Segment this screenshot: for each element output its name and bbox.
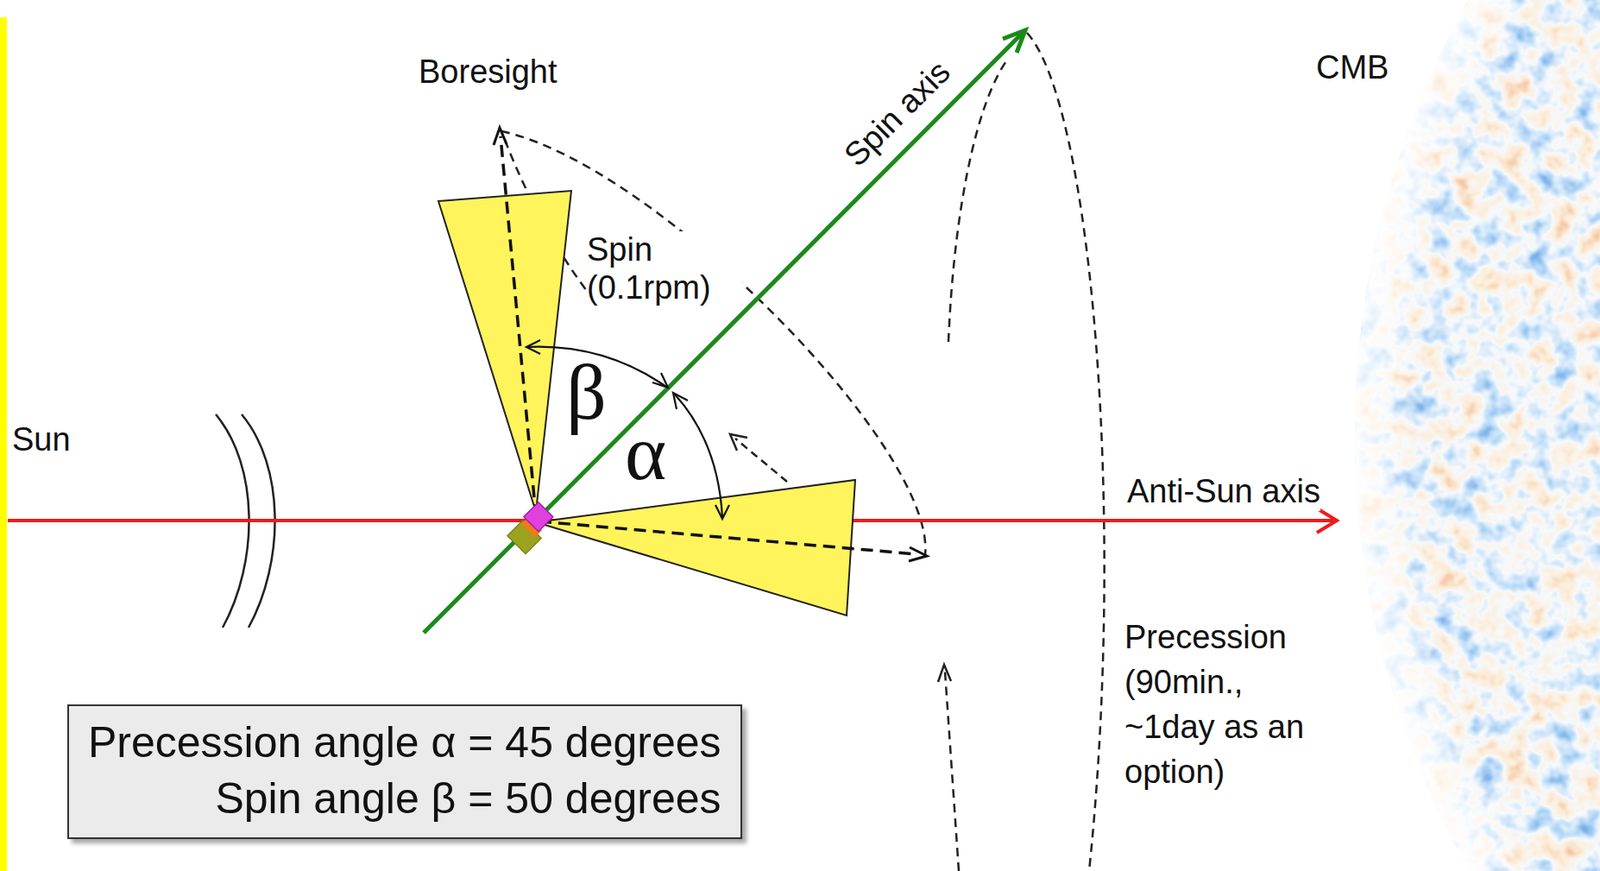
precession-path — [944, 671, 959, 871]
arrow-head — [673, 392, 688, 410]
text-label: Precession (90min., ~1day as an option) — [1124, 614, 1311, 794]
text-label: Boresight — [418, 53, 558, 92]
angle-symbol: β — [566, 352, 607, 432]
parameter-text: Spin angle β = 50 degrees — [88, 770, 722, 827]
legend-box: Precession angle α = 45 degreesSpin angl… — [67, 704, 743, 839]
arrow-head — [730, 434, 748, 451]
cmb-map — [1346, 0, 1600, 871]
arrow-head — [652, 372, 668, 388]
spin-axis — [423, 33, 1022, 633]
boresight-line — [539, 521, 917, 555]
angle-symbol: α — [624, 412, 667, 492]
spin-path — [735, 438, 788, 482]
arrow-head — [938, 664, 952, 682]
satellite-icon — [505, 502, 558, 555]
arrow-head — [526, 340, 541, 354]
text-label: CMB — [1316, 49, 1389, 88]
boresight-line — [500, 136, 536, 517]
beam-cone — [438, 190, 572, 512]
arrow-head — [908, 547, 927, 561]
arrow-head — [493, 127, 507, 145]
text-label: Spin (0.1rpm) — [586, 231, 743, 307]
arrow-head — [1316, 508, 1337, 533]
arrow-head — [715, 504, 730, 519]
precession-path — [1026, 32, 1105, 871]
side-bar — [0, 17, 7, 871]
beam-cone — [535, 479, 856, 616]
parameter-text: Precession angle α = 45 degrees — [88, 714, 722, 771]
arrow-head — [1002, 30, 1026, 53]
text-label: Anti-Sun axis — [1127, 472, 1321, 511]
text-label: Sun — [12, 421, 71, 460]
angle-arc — [674, 394, 723, 517]
